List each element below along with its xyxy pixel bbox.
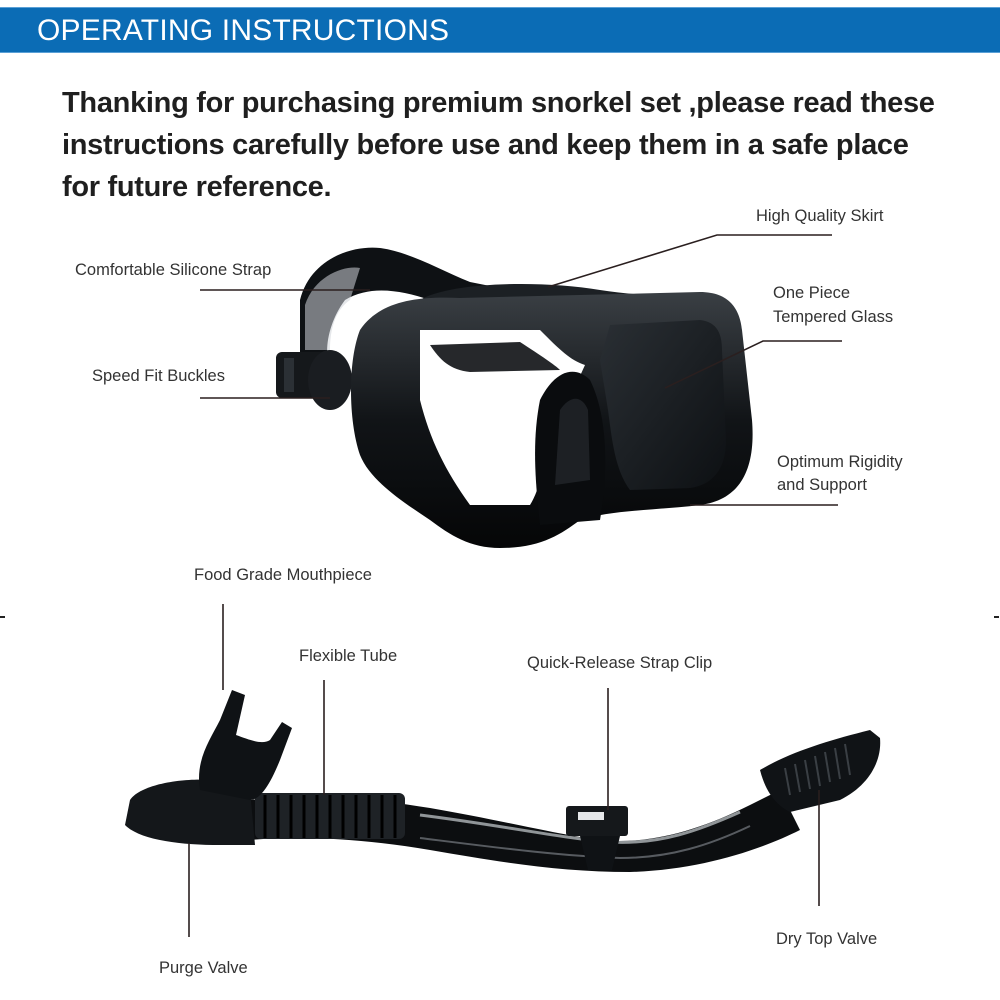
label-silicone-strap: Comfortable Silicone Strap [75, 261, 272, 279]
left-crop-mark [0, 616, 5, 618]
label-quick-release-strap-clip: Quick-Release Strap Clip [527, 654, 713, 672]
label-optimum-rigidity-line1: Optimum Rigidity [777, 453, 903, 471]
label-tempered-glass-line1: One Piece [773, 284, 851, 302]
right-crop-mark [994, 616, 999, 618]
snorkel-icon [125, 690, 881, 872]
label-food-grade-mouthpiece: Food Grade Mouthpiece [194, 566, 372, 584]
label-tempered-glass-line2: Tempered Glass [773, 308, 894, 326]
header-banner: OPERATING INSTRUCTIONS [0, 7, 1000, 53]
label-purge-valve: Purge Valve [159, 959, 248, 977]
snorkel-leader-lines [188, 604, 820, 937]
label-flexible-tube: Flexible Tube [299, 647, 398, 665]
label-dry-top-valve: Dry Top Valve [776, 930, 878, 948]
mask-leader-lines [200, 234, 842, 506]
page-title: OPERATING INSTRUCTIONS [37, 14, 450, 47]
intro-text: Thanking for purchasing premium snorkel … [62, 87, 935, 203]
label-speed-fit-buckles: Speed Fit Buckles [92, 367, 225, 385]
label-high-quality-skirt: High Quality Skirt [756, 207, 884, 225]
label-optimum-rigidity-line2: and Support [777, 476, 867, 494]
diving-mask-icon [276, 247, 753, 548]
